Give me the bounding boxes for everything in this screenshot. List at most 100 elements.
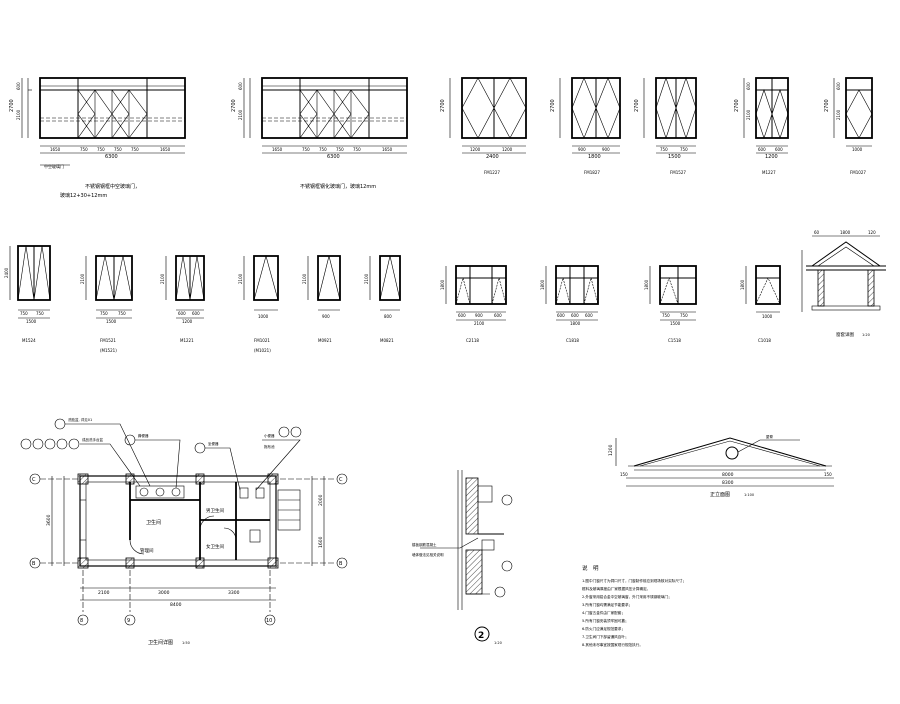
door-5-htotal: 2700 — [634, 99, 640, 112]
door-1-d5: 1650 — [160, 147, 171, 152]
callout-1: 成品洗手台盆 — [82, 437, 103, 442]
axis-10: 10 — [266, 618, 272, 624]
elevation-door-1 — [21, 77, 186, 166]
roof-elevation — [615, 437, 834, 487]
r2-4-h: 2100 — [238, 273, 243, 284]
r2-5-h: 2100 — [302, 273, 307, 284]
elevation-r2-9 — [649, 265, 697, 321]
door-3-d0: 1200 — [470, 147, 481, 152]
r2-8-dt: 1800 — [570, 321, 581, 326]
r2-1-h: 2400 — [4, 267, 9, 278]
r2-1-d0: 750 — [20, 311, 28, 316]
r2-2-label: FM1521 — [100, 338, 116, 343]
plan-dim-left: 3600 — [46, 514, 52, 526]
plan-dim-right-1: 1600 — [318, 536, 324, 548]
door-6-label: M1227 — [762, 170, 776, 175]
door-1-leader: 中空玻璃门 — [44, 163, 64, 169]
roof-height: 1200 — [608, 444, 614, 456]
axis-B-left: B — [32, 561, 36, 567]
door-6-d1: 600 — [775, 147, 783, 152]
r2-8-d1: 600 — [571, 313, 579, 318]
door-1-d4: 750 — [131, 147, 139, 152]
callout-3: 坐便器 — [208, 441, 219, 446]
plan-dim-right-0: 2000 — [318, 494, 324, 506]
roof-span: 8000 — [722, 472, 734, 478]
r2-2-d0: 750 — [100, 311, 108, 316]
axis-C-right: C — [339, 477, 343, 483]
notes-line-8: 8.其他未尽事宜按国家现行规范执行。 — [582, 642, 643, 647]
door-2-d2: 750 — [319, 147, 327, 152]
r2-10-dt: 1000 — [762, 314, 773, 319]
r2-6-h: 2100 — [364, 273, 369, 284]
plan-dim-total: 8400 — [170, 602, 182, 608]
r2-7-label: C2118 — [466, 338, 479, 343]
door-4-d1: 900 — [602, 147, 610, 152]
r2-7-d1: 900 — [475, 313, 483, 318]
door-7-label: FM1027 — [850, 170, 866, 175]
section-scale: 1:20 — [494, 641, 502, 645]
door-3-htotal: 2700 — [440, 99, 446, 112]
plan-dim-b2: 3300 — [228, 590, 240, 596]
door-6-dtotal: 1200 — [765, 154, 778, 160]
door-1-d3: 750 — [114, 147, 122, 152]
door-1-note: 不锈钢钢框中空玻璃门， — [85, 183, 140, 190]
toilet-plan — [20, 418, 348, 626]
door-2-d1: 750 — [302, 147, 310, 152]
room-toilet: 卫生间 — [146, 519, 161, 526]
notes-line-5: 5.所有门窗安装须牢固可靠； — [582, 618, 629, 623]
roof-scale: 1:100 — [744, 493, 754, 497]
door-7-dtotal: 1000 — [852, 147, 863, 152]
door-3-dtotal: 2400 — [486, 154, 499, 160]
door-5-label: FM1527 — [670, 170, 686, 175]
r2-1-dt: 1500 — [26, 319, 37, 324]
door-1-d1: 750 — [80, 147, 88, 152]
r2-2-sub: (M1521) — [100, 348, 117, 353]
notes-line-6: 6.防火门应满足规范要求； — [582, 626, 625, 631]
r2-7-dt: 2100 — [474, 321, 485, 326]
door-1-d2: 750 — [97, 147, 105, 152]
elevation-r2-2 — [85, 255, 133, 319]
axis-8: 8 — [80, 618, 83, 624]
r2-9-label: C1518 — [668, 338, 681, 343]
callout-2: 蹲便器 — [138, 433, 149, 438]
head-dim-2: 120 — [868, 230, 876, 235]
head-scale: 1:20 — [862, 333, 870, 337]
room-women: 女卫生间 — [206, 543, 224, 550]
elevation-r2-8 — [545, 265, 599, 321]
door-4-d0: 900 — [578, 147, 586, 152]
door-5-d1: 750 — [680, 147, 688, 152]
door-5-d0: 750 — [660, 147, 668, 152]
door-1-htotal: 2700 — [9, 99, 15, 112]
r2-3-h: 2100 — [160, 273, 165, 284]
plan-dim-b0: 2100 — [98, 590, 110, 596]
r2-3-dt: 1200 — [182, 319, 193, 324]
r2-4-label: FM1021 — [254, 338, 270, 343]
roof-ridge-note: 屋脊 — [766, 434, 774, 439]
r2-3-d1: 600 — [192, 311, 200, 316]
elevation-door-3 — [449, 77, 527, 154]
roof-title: 正立面图 — [710, 491, 730, 498]
door-3-d1: 1200 — [502, 147, 513, 152]
r2-8-label: C1818 — [566, 338, 579, 343]
r2-7-d0: 600 — [458, 313, 466, 318]
door-1-d0: 1650 — [50, 147, 61, 152]
r2-9-dt: 1500 — [670, 321, 681, 326]
notes-line-4: 4.门窗五金件由厂家配套； — [582, 610, 625, 615]
plan-title: 卫生间详图 — [148, 639, 173, 646]
door-6-htotal: 2700 — [734, 99, 740, 112]
elevation-door-7 — [833, 77, 873, 147]
section-number: 2 — [478, 631, 484, 641]
door-4-label: FM1827 — [584, 170, 600, 175]
elevation-door-6 — [743, 77, 789, 154]
r2-8-h: 1800 — [540, 279, 545, 290]
notes-line-3: 3.所有门窗均需满足节能要求； — [582, 602, 632, 607]
door-3-label: FM1227 — [484, 170, 500, 175]
callout-0: 洗脸盆, 详见01 — [68, 417, 92, 422]
r2-1-d1: 750 — [36, 311, 44, 316]
axis-B-right: B — [339, 561, 343, 567]
door-6-d0: 600 — [758, 147, 766, 152]
r2-10-h: 1800 — [740, 279, 745, 290]
door-2-h0: 600 — [238, 82, 243, 90]
